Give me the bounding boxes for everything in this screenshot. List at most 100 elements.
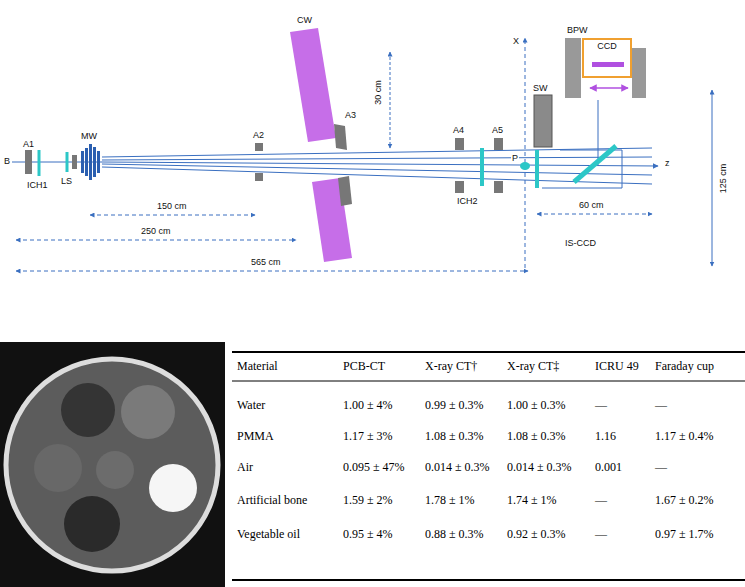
table-cell: 0.095 ± 47%: [343, 460, 405, 474]
ccd-sensor: [592, 62, 624, 67]
aperture: [255, 173, 263, 181]
wedge-plate: [89, 144, 92, 180]
table-rule: [232, 351, 745, 353]
axis-label: X: [512, 36, 520, 47]
detector-box: CCD: [582, 38, 632, 78]
table-cell: 0.014 ± 0.3%: [507, 460, 572, 474]
node-label: CCD: [584, 40, 630, 52]
part-label: SW: [532, 83, 549, 94]
table-cell: 1.17 ± 0.4%: [655, 429, 714, 443]
part-label: A5: [491, 125, 504, 136]
part-label: MW: [80, 131, 98, 142]
beam-line: [102, 167, 652, 184]
table-cell: —: [655, 398, 667, 412]
table-header: Material: [237, 359, 278, 373]
table-cell: PMMA: [237, 429, 274, 443]
aperture: [494, 181, 503, 193]
insert: [121, 385, 175, 439]
table-header: PCB-CT: [343, 359, 385, 373]
wedge-plate: [85, 148, 88, 176]
table-cell: 1.59 ± 2%: [343, 493, 393, 507]
aperture: [455, 138, 464, 150]
insert: [61, 383, 115, 437]
scintillator: [535, 150, 539, 188]
dimension-line: [90, 215, 255, 216]
dimension-line: [16, 240, 296, 241]
table-header: Faraday cup: [655, 359, 714, 373]
table-cell: 0.001: [595, 460, 622, 474]
dimension-label: 250 cm: [140, 226, 172, 237]
table-cell: —: [595, 527, 607, 541]
table-cell: 1.08 ± 0.3%: [425, 429, 484, 443]
table-cell: 1.78 ± 1%: [425, 493, 475, 507]
table-cell: 1.16: [595, 429, 616, 443]
mirror: [574, 146, 616, 182]
table-cell: 0.92 ± 0.3%: [507, 527, 566, 541]
ion-chamber: [480, 148, 484, 186]
part-label: LS: [60, 176, 73, 187]
shield-wall: [534, 95, 552, 147]
dimension-line: [16, 271, 528, 272]
dimension-line: [712, 90, 713, 266]
shield-block: [632, 48, 646, 98]
table-cell: 1.08 ± 0.3%: [507, 429, 566, 443]
ion-chamber: [38, 150, 41, 176]
aperture: [455, 181, 464, 193]
part-label: B: [3, 156, 11, 167]
part-label: IS-CCD: [564, 238, 597, 249]
table-cell: 0.88 ± 0.3%: [425, 527, 484, 541]
aperture: [25, 150, 32, 174]
axis-label: z: [664, 158, 671, 169]
table-cell: 1.67 ± 0.2%: [655, 493, 714, 507]
table-header: X-ray CT‡: [507, 359, 559, 373]
scatterer: [66, 152, 69, 172]
insert: [34, 444, 82, 492]
motion-arrow: [590, 87, 628, 89]
insert: [149, 464, 197, 512]
dimension-label: 125 cm: [719, 162, 730, 194]
insert: [64, 496, 120, 552]
wedge-plate: [81, 151, 84, 173]
table-cell: —: [595, 493, 607, 507]
table-cell: 0.014 ± 0.3%: [425, 460, 490, 474]
table-cell: Artificial bone: [237, 493, 307, 507]
shield-block: [565, 38, 581, 98]
wedge-plate: [97, 151, 100, 173]
dimension-label: 60 cm: [578, 200, 605, 211]
table-rule: [232, 381, 745, 382]
dimension-line: [390, 52, 391, 148]
aperture: [255, 143, 263, 151]
table-cell: 0.97 ± 1.7%: [655, 527, 714, 541]
part-label: A2: [252, 130, 265, 141]
beam-line: [102, 157, 652, 160]
axis-label: P: [511, 153, 519, 164]
table-cell: —: [595, 398, 607, 412]
table-cell: Vegetable oil: [237, 527, 300, 541]
beam-line: [102, 148, 652, 157]
table-cell: Air: [237, 460, 253, 474]
table-cell: Water: [237, 398, 265, 412]
table-cell: 0.99 ± 0.3%: [425, 398, 484, 412]
part-label: A4: [452, 125, 465, 136]
part-label: ICH1: [26, 180, 49, 191]
part-label: A3: [344, 110, 357, 121]
table-rule: [232, 579, 745, 581]
table-cell: 1.00 ± 4%: [343, 398, 393, 412]
is-ccd-outline: [542, 150, 622, 188]
dimension-label: 150 cm: [156, 201, 188, 212]
table-cell: 0.95 ± 4%: [343, 527, 393, 541]
part-label: CW: [296, 15, 313, 26]
aperture: [72, 155, 77, 169]
table-header: ICRU 49: [595, 359, 639, 373]
wedge-plate: [93, 147, 96, 177]
isocenter: [520, 162, 530, 170]
phantom: [6, 359, 218, 571]
dimension-line: [537, 214, 652, 215]
dimension-label: 565 cm: [250, 257, 282, 268]
aperture: [338, 176, 352, 206]
table-cell: 1.00 ± 0.3%: [507, 398, 566, 412]
part-label: A1: [22, 139, 35, 150]
table-header: X-ray CT†: [425, 359, 477, 373]
table-cell: —: [655, 460, 667, 474]
